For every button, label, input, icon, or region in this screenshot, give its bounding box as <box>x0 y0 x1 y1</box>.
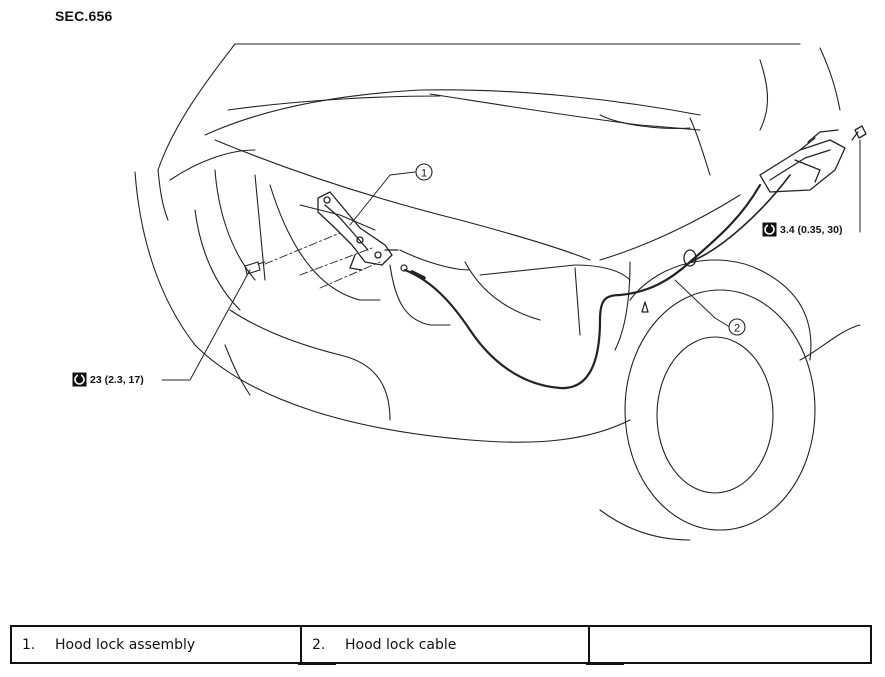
legend-item-number: 2. <box>312 636 326 653</box>
section-label: SEC.656 <box>55 8 113 24</box>
legend-item-3 <box>588 627 874 662</box>
legend-underline-mark <box>586 663 624 665</box>
torque-wrench-icon <box>72 372 87 387</box>
leader-lines <box>161 139 861 381</box>
install-lines <box>264 232 381 289</box>
hood-outline <box>157 43 841 261</box>
callout-1: 1 <box>415 163 433 181</box>
front-fascia <box>134 149 631 443</box>
callout-2: 2 <box>728 318 746 336</box>
parts-legend-table: 1. Hood lock assembly 2. Hood lock cable <box>10 625 872 664</box>
hood-lock-cable <box>400 174 791 390</box>
hood-release-handle <box>759 125 867 193</box>
legend-underline-mark <box>298 663 336 665</box>
callout-2-label: 2 <box>734 323 740 335</box>
torque-spec-left: 23 (2.3, 17) <box>72 372 144 387</box>
legend-item-2: 2. Hood lock cable <box>300 627 588 662</box>
torque-value-left: 23 (2.3, 17) <box>90 373 144 386</box>
torque-value-right: 3.4 (0.35, 30) <box>780 223 843 236</box>
hood-lock-diagram: 1 2 SEC.656 23 (2.3, 17) 3.4 (0.35, 30) <box>55 8 867 541</box>
torque-spec-right: 3.4 (0.35, 30) <box>762 222 842 237</box>
cable-grommet <box>641 249 697 313</box>
callout-1-label: 1 <box>421 168 427 180</box>
torque-wrench-icon <box>762 222 777 237</box>
legend-item-number: 1. <box>22 636 36 653</box>
legend-item-1: 1. Hood lock assembly <box>12 627 300 662</box>
hood-lock-assembly <box>317 191 399 271</box>
bolt-left <box>244 261 266 275</box>
legend-item-label: Hood lock assembly <box>55 636 196 653</box>
legend-item-label: Hood lock cable <box>345 636 457 653</box>
wheel <box>599 259 861 541</box>
